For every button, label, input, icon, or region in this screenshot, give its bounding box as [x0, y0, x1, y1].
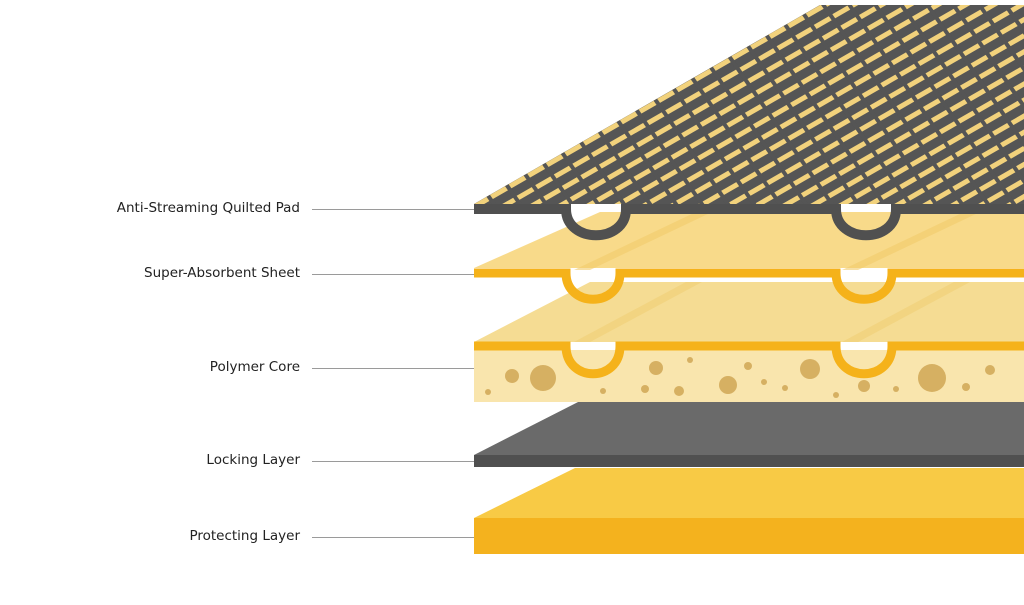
quilt-cross-strand [274, 0, 434, 230]
label-polymer-core: Polymer Core [209, 359, 300, 375]
label-super-absorbent-sheet: Super-Absorbent Sheet [144, 265, 300, 281]
label-quilted-pad: Anti-Streaming Quilted Pad [116, 200, 300, 216]
quilt-cross-strand [948, 5, 1024, 204]
quilt-strand [921, 5, 1024, 204]
quilt-cross-strand [766, 5, 930, 204]
quilt-strand [865, 5, 1024, 204]
quilt-cross-strand [818, 5, 982, 204]
quilt-cross-strand [896, 5, 1024, 204]
quilt-cross-strand [870, 5, 1024, 204]
quilt-cross-strand [474, 5, 540, 204]
quilt-cross-strand [974, 5, 1024, 204]
polymer-granules [485, 357, 995, 398]
leader-line-locking-layer [312, 461, 474, 462]
quilt-strand [585, 5, 991, 204]
quilt-cross-strand [922, 5, 1024, 204]
quilt-strand [557, 5, 963, 204]
quilt-strand [501, 5, 907, 204]
leader-line-super-absorbent-sheet [312, 274, 474, 275]
quilt-cross-strand [474, 5, 514, 204]
quilt-strand [474, 5, 851, 204]
quilt-cross-strand [474, 5, 566, 204]
leader-line-quilted-pad [312, 209, 474, 210]
protecting-layer-shape [474, 468, 1024, 554]
polymer-core-shape [474, 282, 1024, 402]
quilt-strand [837, 5, 1024, 204]
quilt-strand [529, 5, 935, 204]
leader-line-polymer-core [312, 368, 474, 369]
label-protecting-layer: Protecting Layer [189, 528, 300, 544]
quilt-strand [474, 5, 879, 204]
leader-line-protecting-layer [312, 537, 474, 538]
label-locking-layer: Locking Layer [206, 452, 300, 468]
quilt-strand [809, 5, 1024, 204]
quilted-pad-shape [274, 0, 1024, 241]
quilt-strand [893, 5, 1024, 204]
quilt-cross-strand [740, 5, 904, 204]
locking-layer-shape [474, 400, 1024, 467]
quilt-cross-strand [300, 0, 460, 230]
quilt-cross-strand [792, 5, 956, 204]
quilt-cross-strand [844, 5, 1008, 204]
quilt-cross-strand [474, 5, 488, 204]
quilt-strand [949, 5, 1024, 204]
